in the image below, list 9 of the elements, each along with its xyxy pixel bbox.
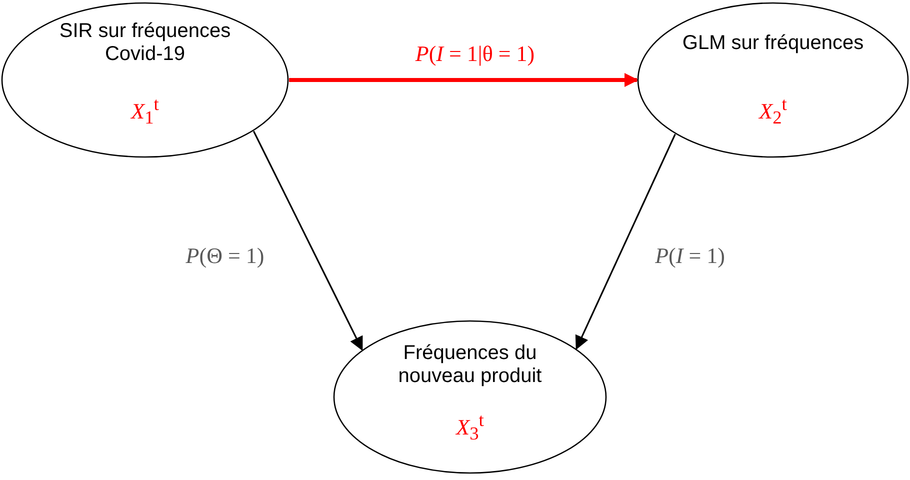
arrow [289,73,638,87]
arrow [575,134,676,350]
arrow [252,130,363,351]
node-label: SIR sur fréquences Covid-19 [58,20,232,66]
ellipse-node [1,2,289,158]
ellipse-node [333,320,607,474]
ellipse-node [637,2,909,158]
node-label: Fréquences du nouveau produit [397,342,543,388]
node-label: GLM sur fréquences [681,32,865,55]
